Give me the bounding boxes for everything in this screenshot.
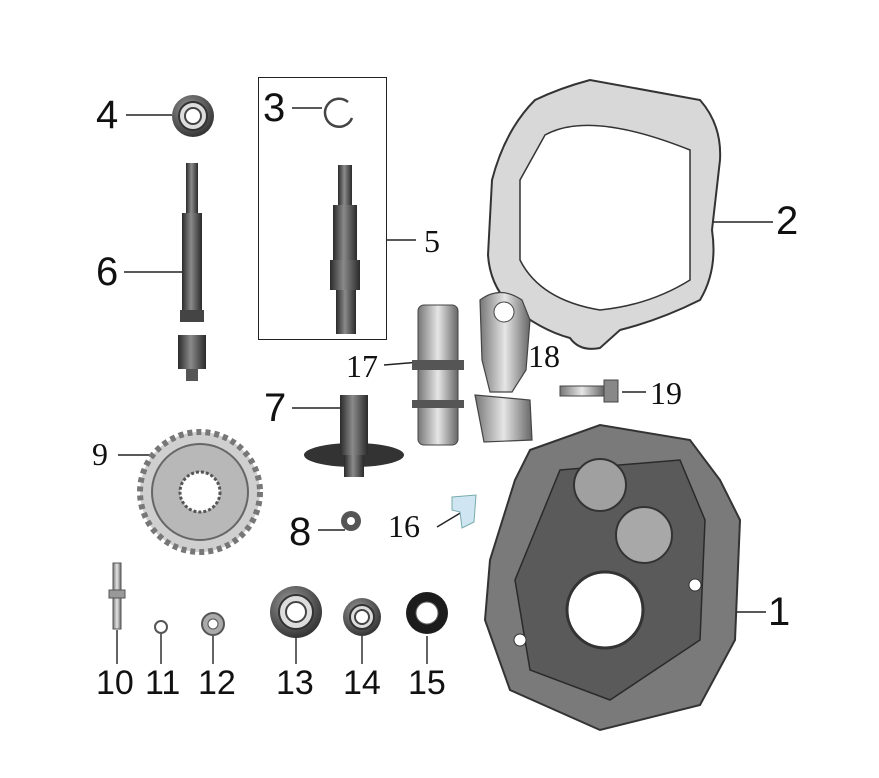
part-number-2: 2 xyxy=(776,199,799,243)
circlip-3 xyxy=(323,97,354,128)
bearing-13 xyxy=(270,586,322,638)
part-number-6: 6 xyxy=(96,250,119,294)
part-number-12: 12 xyxy=(198,664,236,702)
pin-10 xyxy=(108,562,126,630)
nut-12 xyxy=(201,612,225,636)
part-number-11: 11 xyxy=(145,664,181,702)
part-number-19: 19 xyxy=(650,375,682,411)
bracket-18 xyxy=(474,291,533,443)
bolt-19 xyxy=(559,379,619,403)
part-number-14: 14 xyxy=(343,664,381,702)
kick-shaft-17 xyxy=(412,304,464,446)
oil-seal-15 xyxy=(406,592,448,634)
bearing-4 xyxy=(172,95,214,137)
part-number-13: 13 xyxy=(276,664,314,702)
bearing-14 xyxy=(343,598,381,636)
gear-housing-1 xyxy=(483,423,742,732)
part-number-18: 18 xyxy=(528,338,560,374)
part-number-10: 10 xyxy=(96,664,134,702)
plug-16 xyxy=(451,494,477,529)
part-number-8: 8 xyxy=(289,510,312,554)
washer-8 xyxy=(341,511,361,531)
shaft-5 xyxy=(330,165,360,334)
part-number-17: 17 xyxy=(346,348,378,384)
shaft-6 xyxy=(178,163,206,381)
part-number-4: 4 xyxy=(96,93,119,137)
gear-7 xyxy=(304,395,404,477)
part-number-9: 9 xyxy=(92,436,108,472)
part-number-3: 3 xyxy=(263,86,286,130)
oring-11 xyxy=(154,620,168,634)
part-number-15: 15 xyxy=(408,664,446,702)
leader-lines xyxy=(116,107,773,664)
callout-box-parts-3-5 xyxy=(258,77,387,340)
part-number-5: 5 xyxy=(424,223,440,259)
part-number-7: 7 xyxy=(264,386,287,430)
gear-9 xyxy=(137,429,263,555)
part-number-16: 16 xyxy=(388,508,420,544)
part-number-1: 1 xyxy=(768,590,791,634)
